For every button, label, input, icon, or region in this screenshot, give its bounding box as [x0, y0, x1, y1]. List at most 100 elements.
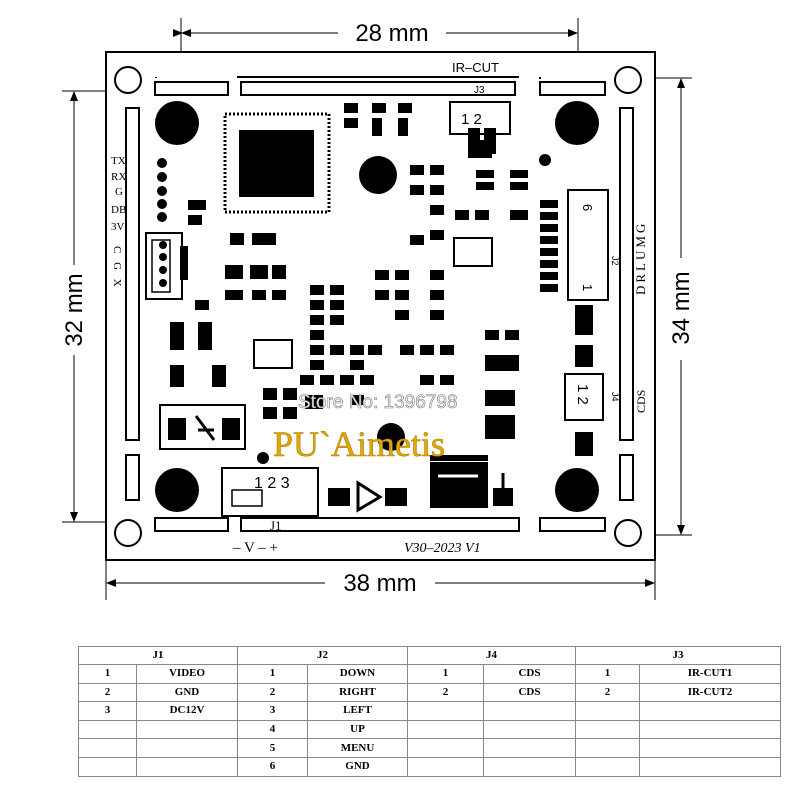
table-cell: 6 — [237, 756, 308, 777]
j4-pins: 1 2 — [574, 384, 591, 405]
table-cell: 3 — [78, 701, 137, 721]
dimension-top: 28 mm — [173, 18, 579, 128]
table-row: 2 GND 2 RIGHT 2 CDS 2 IR-CUT2 — [78, 682, 781, 703]
left-header-label-rx: RX — [111, 171, 126, 183]
table-cell: LEFT — [307, 701, 408, 721]
dimension-left-label: 32 mm — [61, 273, 88, 346]
table-cell: DC12V — [136, 701, 238, 721]
table-cell: GND — [136, 682, 238, 703]
table-cell — [575, 756, 640, 777]
table-cell — [483, 719, 576, 740]
table-header-j2: J2 — [237, 646, 408, 665]
table-cell — [136, 738, 238, 758]
table-cell — [575, 719, 640, 740]
left-header-label-g: G — [115, 186, 123, 198]
table-cell: GND — [307, 756, 408, 777]
corner-notch — [114, 66, 142, 94]
left-header-label-db: DB — [111, 204, 126, 216]
dimension-left: 32 mm — [61, 90, 176, 523]
table-cell — [78, 738, 137, 758]
table-header-j3: J3 — [575, 646, 781, 665]
table-cell: 2 — [237, 682, 308, 703]
table-row: 1 VIDEO 1 DOWN 1 CDS 1 IR-CUT1 — [78, 664, 781, 684]
mounting-hole — [155, 101, 199, 145]
pcb-board: TX RX G DB 3V C G X IR–CUT J3 1 2 6 1 J — [105, 51, 656, 561]
table-header-j4: J4 — [407, 646, 576, 665]
fiducial — [359, 156, 397, 194]
table-cell — [575, 738, 640, 758]
j4-label: J4 — [610, 392, 620, 402]
table-row: 5 MENU — [78, 738, 781, 758]
table-cell — [483, 701, 576, 721]
table-cell — [407, 701, 484, 721]
table-cell — [136, 756, 238, 777]
connector-j3: IR–CUT J3 1 2 — [449, 60, 511, 135]
fiducial-small — [257, 452, 269, 464]
table-cell: CDS — [483, 682, 576, 703]
j3-pins: 1 2 — [461, 111, 482, 128]
j1-label: J1 — [270, 518, 282, 533]
watermark-brand: PU`Aimetis — [273, 424, 445, 464]
diode-marking — [438, 473, 522, 498]
j2-pin-6: 6 — [580, 204, 595, 211]
table-cell: UP — [307, 719, 408, 740]
table-cell — [407, 756, 484, 777]
table-cell: 4 — [237, 719, 308, 740]
table-cell — [407, 738, 484, 758]
mounting-hole — [155, 468, 199, 512]
table-row: 4 UP — [78, 719, 781, 740]
table-cell: VIDEO — [136, 664, 238, 684]
table-cell — [639, 701, 781, 721]
table-cell — [639, 738, 781, 758]
left-header: TX RX G DB 3V C G X — [111, 155, 188, 300]
table-cell: DOWN — [307, 664, 408, 684]
corner-notch — [614, 66, 642, 94]
dimension-right-label: 34 mm — [668, 271, 695, 344]
main-chip — [223, 112, 331, 214]
table-cell: 1 — [575, 664, 640, 684]
j2-legend: DRLUMG — [633, 221, 648, 295]
table-cell — [407, 719, 484, 740]
j4-title: CDS — [634, 390, 648, 413]
diode-symbol — [356, 480, 383, 513]
table-cell: IR-CUT2 — [639, 682, 781, 703]
board-version: V30–2023 V1 — [404, 541, 481, 556]
connector-j4: 1 2 J4 CDS — [564, 373, 648, 421]
table-cell — [78, 719, 137, 740]
j3-label: J3 — [474, 85, 485, 96]
table-cell: 2 — [575, 682, 640, 703]
fiducial — [377, 423, 405, 451]
inductor-symbol — [168, 415, 240, 441]
table-cell: 1 — [78, 664, 137, 684]
left-header-label-tx: TX — [111, 155, 126, 167]
table-cell: 5 — [237, 738, 308, 758]
pin-table: J1 J2 J4 J3 1 VIDEO 1 DOWN 1 CDS 1 IR-CU… — [78, 646, 781, 777]
j2-label: J2 — [610, 256, 620, 266]
pcb-diagram: 28 mm 32 mm 34 mm 38 mm — [61, 18, 695, 600]
table-cell — [575, 701, 640, 721]
table-cell — [639, 756, 781, 777]
dimension-top-label: 28 mm — [355, 20, 428, 47]
table-row: 3 DC12V 3 LEFT — [78, 701, 781, 721]
watermark-store: Store No: 1396798 — [298, 392, 458, 413]
dimension-bottom: 38 mm — [105, 560, 656, 600]
left-header-rotated-label: C G X — [111, 246, 123, 290]
table-cell — [136, 719, 238, 740]
corner-notch — [614, 519, 642, 547]
mounting-hole — [555, 468, 599, 512]
connector-j1: 1 2 3 J1 – V – + — [221, 467, 319, 556]
connector-j2: 6 1 J2 DRLUMG — [567, 189, 648, 301]
left-header-label-3v: 3V — [111, 221, 125, 233]
table-cell: 1 — [407, 664, 484, 684]
table-cell — [483, 756, 576, 777]
table-cell: MENU — [307, 738, 408, 758]
table-cell — [78, 756, 137, 777]
j1-signals: – V – + — [232, 540, 278, 556]
dimension-bottom-label: 38 mm — [343, 570, 416, 597]
j1-pins: 1 2 3 — [254, 475, 290, 492]
table-row: 6 GND — [78, 756, 781, 777]
table-cell: CDS — [483, 664, 576, 684]
j3-title: IR–CUT — [452, 60, 499, 75]
table-cell: IR-CUT1 — [639, 664, 781, 684]
table-cell: 3 — [237, 701, 308, 721]
